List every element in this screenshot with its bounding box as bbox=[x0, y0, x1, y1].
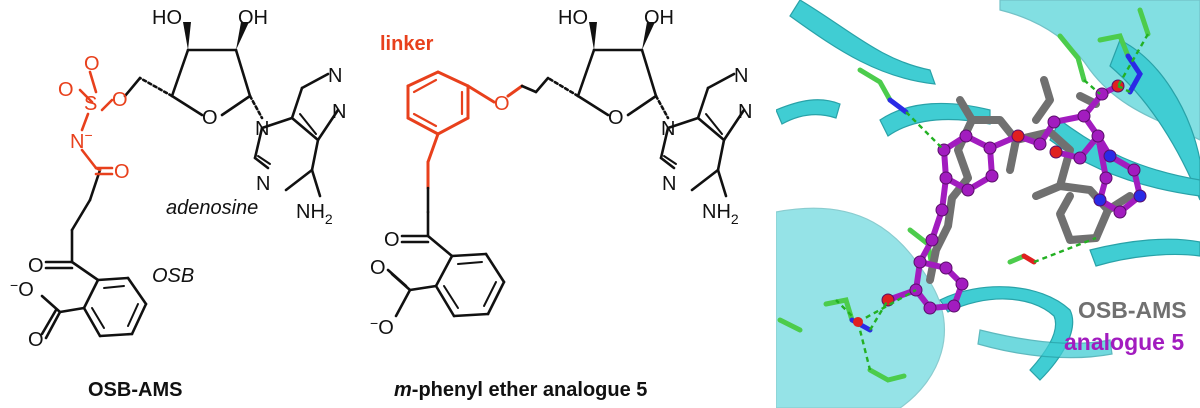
atom-o-carbonyl: O bbox=[28, 329, 44, 351]
atom-o-ketone-2: O bbox=[384, 229, 400, 251]
hydrogen-bonds bbox=[835, 33, 1150, 371]
atom-nh2-2: NH2 bbox=[702, 201, 739, 227]
atom-o-ring: O bbox=[202, 107, 218, 129]
ligand-analogue-5-atoms bbox=[881, 79, 1147, 315]
atom-o-ketone: O bbox=[28, 255, 44, 277]
atom-n1: N bbox=[328, 65, 342, 87]
structure-analogue-5 bbox=[386, 22, 746, 318]
caption-analogue-5: m-phenyl ether analogue 5 bbox=[394, 379, 647, 401]
structure-analogue-5-chain bbox=[426, 84, 538, 214]
atom-n9: N bbox=[255, 118, 269, 140]
label-osb: OSB bbox=[152, 265, 194, 287]
atom-o-amide: O bbox=[114, 161, 130, 183]
atom-n7: N bbox=[256, 173, 270, 195]
atom-o-carboxylate-2: −O bbox=[370, 315, 394, 339]
atom-o-s1: O bbox=[84, 53, 100, 75]
structure-analogue-5-labels: HO OH O O N N N N NH2 O O −O linker m-ph… bbox=[370, 7, 752, 401]
atom-o-ester: O bbox=[112, 89, 128, 111]
structure-osb-ams bbox=[40, 22, 340, 340]
structure-osb-ams-labels: HO OH O N N N N NH2 O S O O N− O O −O O … bbox=[10, 7, 346, 401]
atom-ho-2: HO bbox=[558, 7, 588, 29]
atom-s: S bbox=[84, 93, 97, 115]
caption-osb-ams: OSB-AMS bbox=[88, 379, 182, 401]
atom-o-carbonyl-2: O bbox=[370, 257, 386, 279]
crystal-structure-panel: OSB-AMS analogue 5 bbox=[776, 0, 1200, 408]
structure-osb-ams-linker bbox=[78, 70, 114, 176]
atom-n1-2: N bbox=[734, 65, 748, 87]
water-molecule bbox=[853, 317, 863, 327]
atom-n3: N bbox=[332, 101, 346, 123]
atom-o-ether: O bbox=[494, 93, 510, 115]
atom-n-minus: N− bbox=[70, 127, 93, 153]
legend-analogue-5: analogue 5 bbox=[1064, 329, 1184, 355]
atom-oh-2: OH bbox=[644, 7, 674, 29]
atom-nh2: NH2 bbox=[296, 201, 333, 227]
atom-o-s2: O bbox=[58, 79, 74, 101]
atom-o-ring-2: O bbox=[608, 107, 624, 129]
atom-n3-2: N bbox=[738, 101, 752, 123]
atom-ho: HO bbox=[152, 7, 182, 29]
atom-n9-2: N bbox=[661, 118, 675, 140]
atom-n7-2: N bbox=[662, 173, 676, 195]
atom-oh: OH bbox=[238, 7, 268, 29]
structure-analogue-5-linker bbox=[406, 70, 524, 190]
atom-o-carboxylate: −O bbox=[10, 277, 34, 301]
legend-osb-ams: OSB-AMS bbox=[1078, 297, 1187, 323]
label-adenosine: adenosine bbox=[166, 197, 258, 219]
label-linker: linker bbox=[380, 33, 434, 55]
